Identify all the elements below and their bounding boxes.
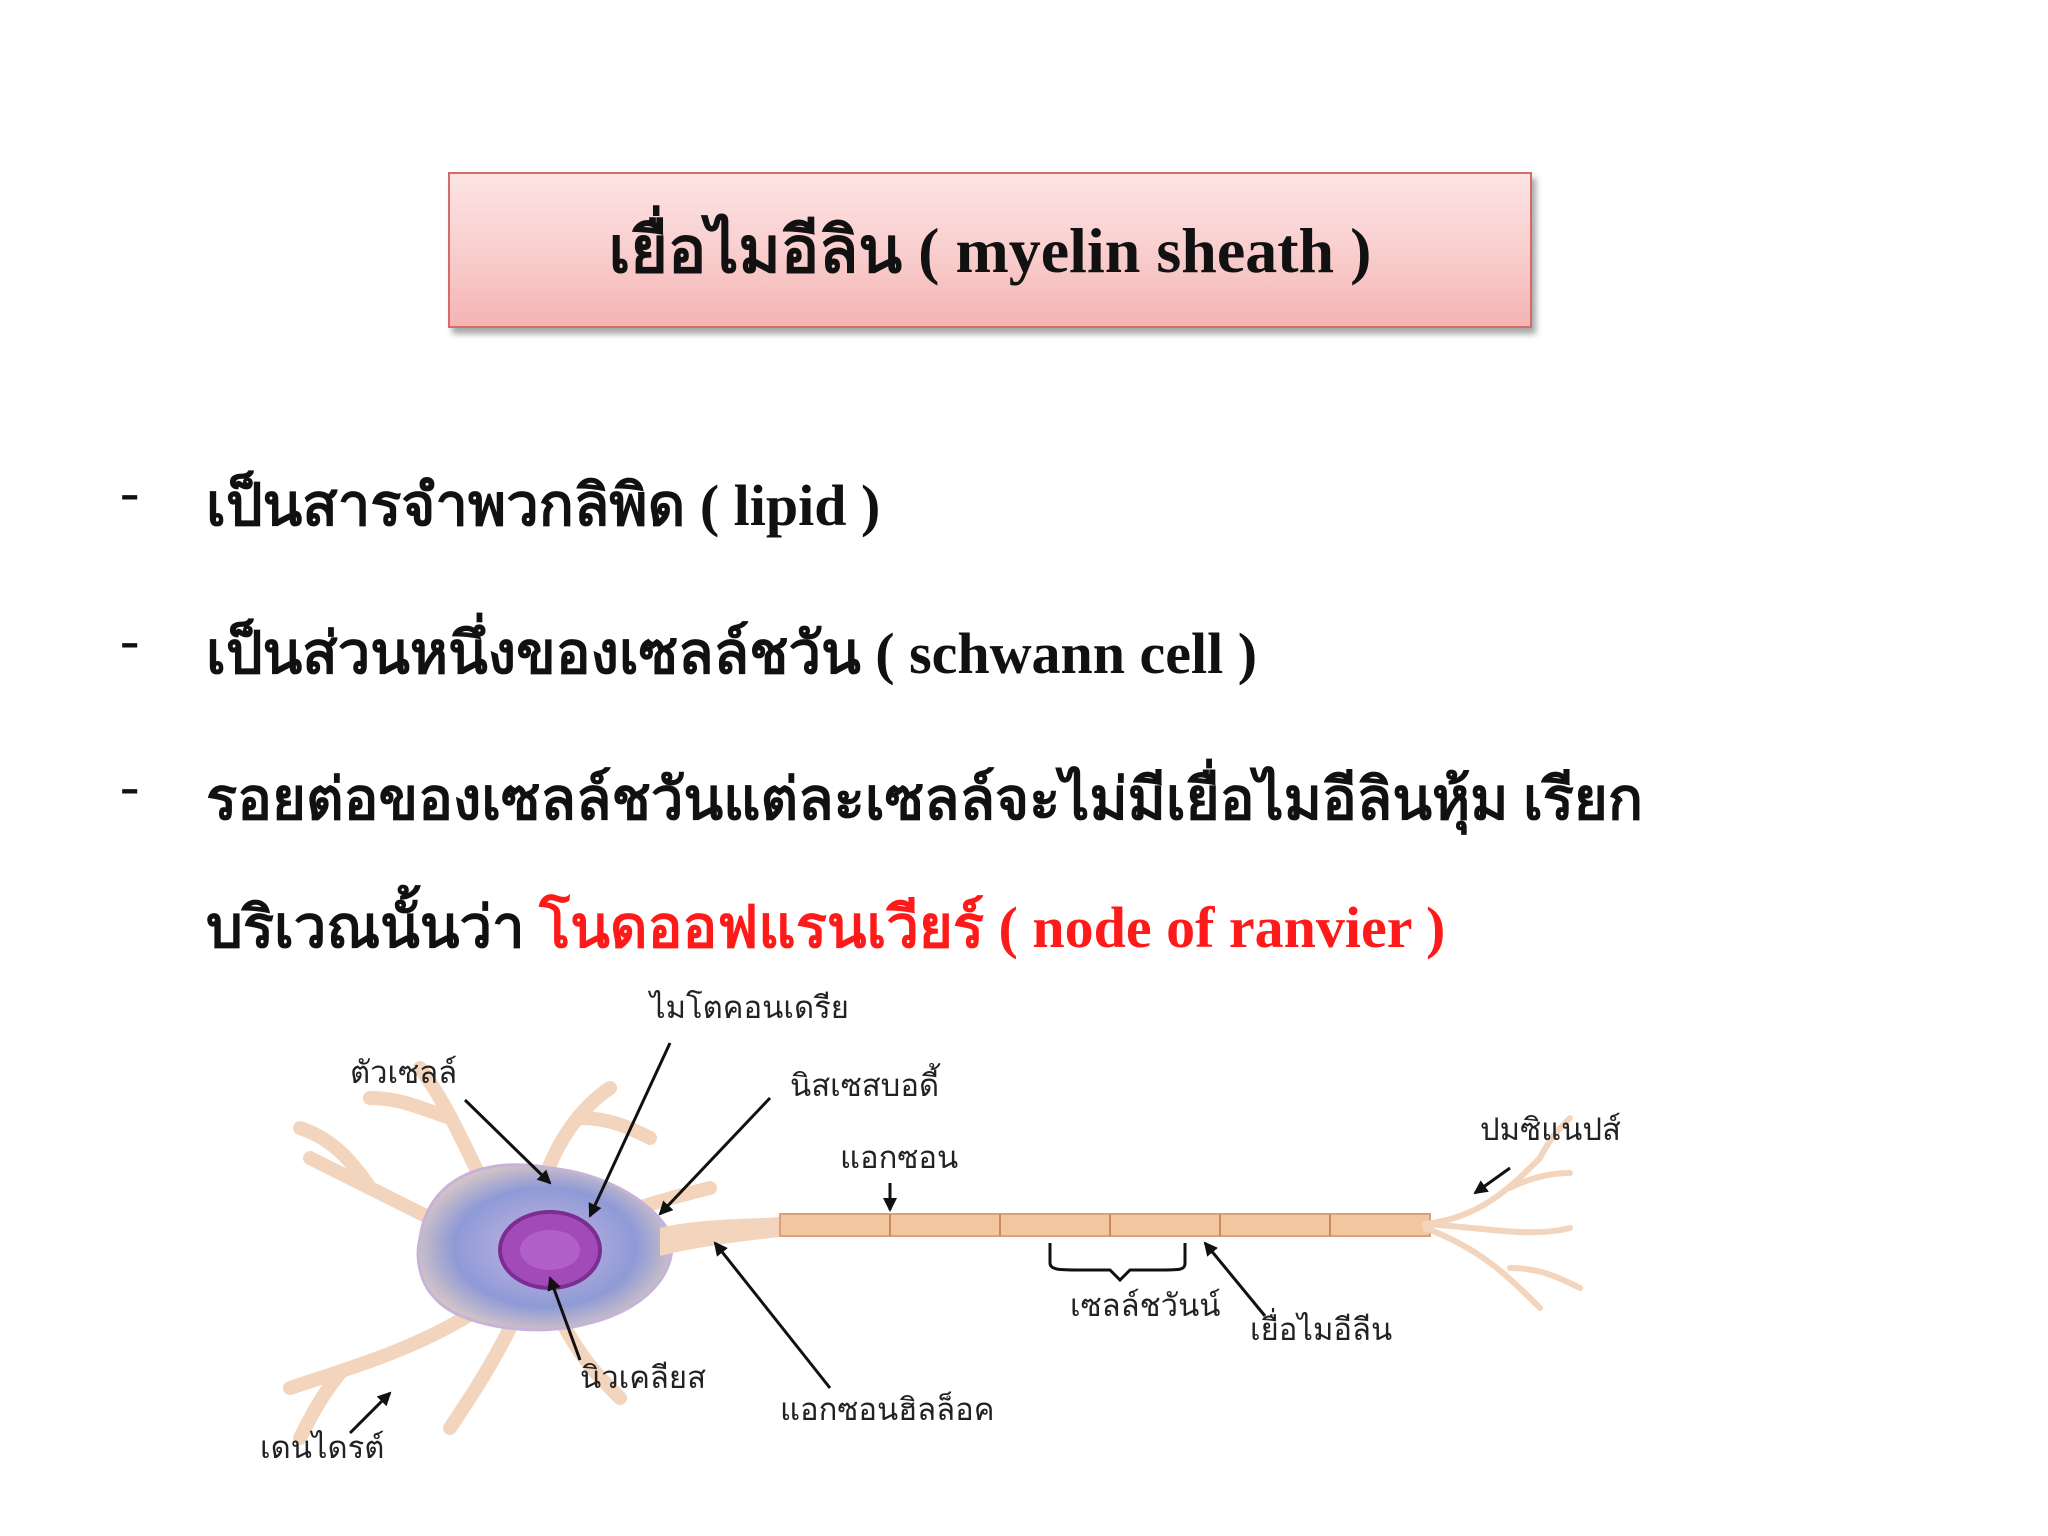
label-schwann-cell: เซลล์ชวันน์ (1070, 1288, 1220, 1324)
label-cell-body: ตัวเซลล์ (350, 1055, 457, 1091)
title-box: เยื่อไมอีลิน ( myelin sheath ) (448, 172, 1532, 328)
axon (779, 1213, 1431, 1237)
label-axon: แอกซอน (840, 1140, 958, 1176)
bullet-text: เป็นส่วนหนึ่งของเซลล์ชวัน ( schwann cell… (206, 621, 1258, 686)
label-axon-hillock: แอกซอนฮิลล็อค (780, 1391, 995, 1428)
bullet-text-line2-prefix: บริเวณนั้นว่า (206, 895, 540, 960)
neuron-diagram: ไมโตคอนเดรีย ตัวเซลล์ นิสเซสบอดี้ แอกซอน… (260, 990, 1621, 1466)
bullet-text: เป็นสารจำพวกลิพิด ( lipid ) (206, 473, 881, 538)
label-mitochondria: ไมโตคอนเดรีย (647, 990, 849, 1026)
arrows (348, 1042, 1511, 1435)
axon-terminals (1422, 1115, 1583, 1311)
bullet-dash: - (120, 753, 140, 818)
bullet-dash: - (120, 607, 140, 672)
slide-title: เยื่อไมอีลิน ( myelin sheath ) (608, 215, 1372, 286)
schwann-bracket (1048, 1243, 1187, 1283)
node-of-ranvier-highlight: โนดออฟแรนเวียร์ ( node of ranvier ) (539, 895, 1446, 960)
axon-hillock (660, 1216, 790, 1256)
label-nissl-body: นิสเซสบอดี้ (790, 1063, 940, 1104)
label-synapse: ปมซิแนปส์ (1480, 1112, 1621, 1148)
bullet-text-line2: บริเวณนั้นว่า โนดออฟแรนเวียร์ ( node of … (206, 880, 1445, 973)
bullet-text-line1: รอยต่อของเซลล์ชวันแต่ละเซลล์จะไม่มีเยื่อ… (206, 767, 1644, 832)
label-dendrite: เดนไดรต์ (260, 1430, 384, 1466)
label-nucleus: นิวเคลียส (580, 1360, 706, 1396)
bullet-dash: - (120, 459, 140, 524)
label-myelin: เยื่อไมอีลีน (1250, 1308, 1392, 1348)
